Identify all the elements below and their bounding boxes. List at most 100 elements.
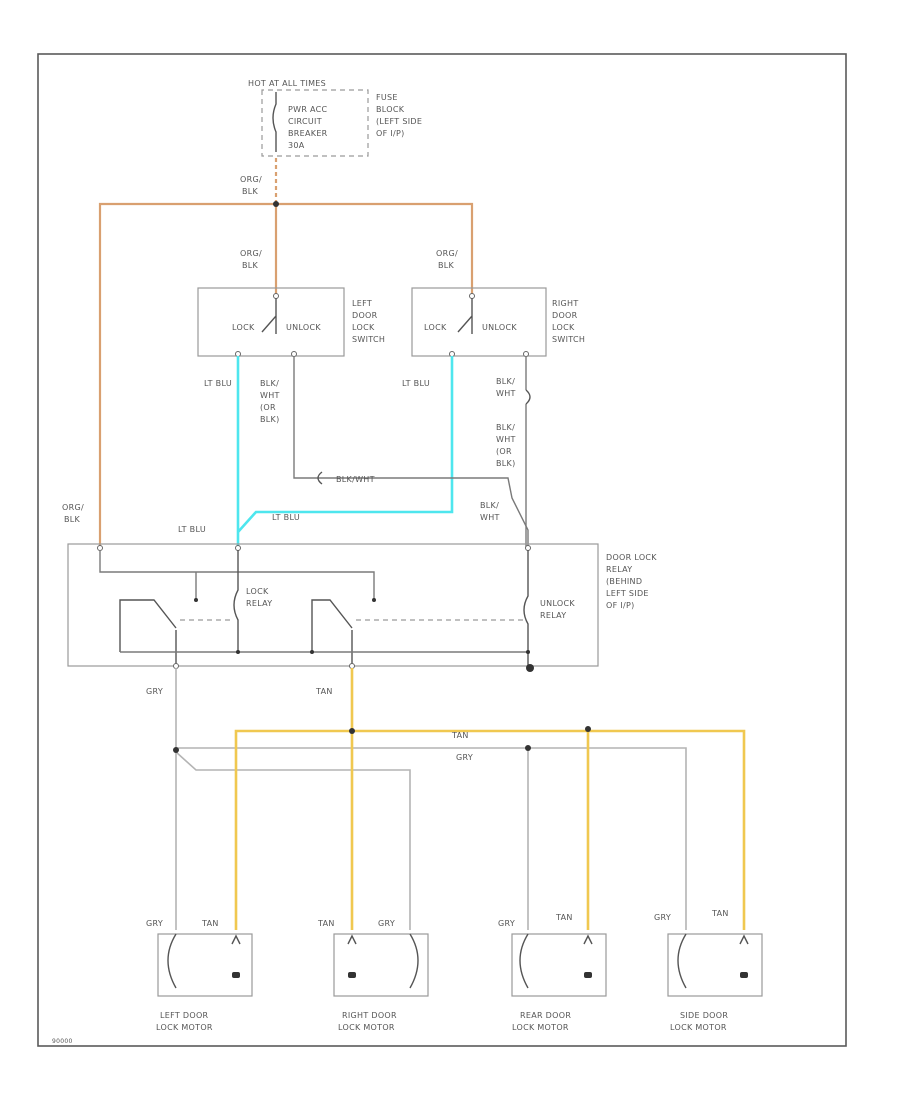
right-switch-name-2: DOOR <box>552 311 578 320</box>
fuse-header: HOT AT ALL TIMES <box>248 79 326 88</box>
unlock-relay-label-1: UNLOCK <box>540 599 575 608</box>
left-switch-box <box>197 287 345 357</box>
motor-right-door-name-1: RIGHT DOOR <box>342 1011 397 1020</box>
motor-side-door-ground <box>740 972 748 978</box>
motor-rear-door-name-1: REAR DOOR <box>520 1011 571 1020</box>
wire-label-blkwht-r2: WHT <box>496 389 516 398</box>
left-switch-unlock-pin <box>291 351 297 357</box>
motor-right-door-name-2: LOCK MOTOR <box>338 1023 395 1032</box>
wire-label-lt-blu-left: LT BLU <box>204 379 232 388</box>
right-switch-unlock-label: UNLOCK <box>482 323 517 332</box>
left-switch-name-1: LEFT <box>352 299 372 308</box>
right-switch-unlock-pin <box>523 351 529 357</box>
relay-org-blk-pin <box>97 545 103 551</box>
relay-contact-2 <box>372 598 376 602</box>
fuse-location-2: BLOCK <box>376 105 405 114</box>
relay-blk-wht-pin <box>525 545 531 551</box>
wire-label-gry-bus: GRY <box>456 753 473 762</box>
wire-label-org-blk-left-1: ORG/ <box>240 249 262 258</box>
lt-blu-right-switch <box>237 356 454 533</box>
motor-side-door-box <box>667 933 763 997</box>
right-switch-name-1: RIGHT <box>552 299 579 308</box>
blk-wht-left-switch <box>293 356 529 548</box>
relay-location-5: OF I/P) <box>606 601 635 610</box>
lock-relay-label-1: LOCK <box>246 587 269 596</box>
motor-side-door-pin-left: GRY <box>654 913 671 922</box>
tan-bus <box>234 729 746 930</box>
relay-location-1: DOOR LOCK <box>606 553 657 562</box>
lock-relay-arm <box>119 599 177 652</box>
gry-wires: GRY GRY <box>146 668 687 930</box>
wire-label-blkwht-inline: BLK/WHT <box>336 475 375 484</box>
wire-label-blkwht-r3: BLK/ <box>496 423 515 432</box>
fuse-block: HOT AT ALL TIMES PWR ACC CIRCUIT BREAKER… <box>248 79 422 157</box>
wire-label-org-blk-left-2: BLK <box>242 261 259 270</box>
right-switch-lock-pin <box>449 351 455 357</box>
wire-label-org-blk-top-1: ORG/ <box>240 175 262 184</box>
motor-rear-door-symbol <box>519 933 529 989</box>
motor-right-door-pin-right: GRY <box>378 919 395 928</box>
wire-label-blkwht-relay-1: BLK/ <box>480 501 499 510</box>
motor-right-door-ground <box>348 972 356 978</box>
fuse-block-outline <box>261 89 369 157</box>
motor-left-door: GRY TAN LEFT DOOR LOCK MOTOR <box>146 919 253 1032</box>
gry-right-motor <box>175 751 411 930</box>
motor-left-door-name-1: LEFT DOOR <box>160 1011 209 1020</box>
breaker-line-2: CIRCUIT <box>288 117 322 126</box>
lock-relay-label-2: RELAY <box>246 599 273 608</box>
wire-label-org-blk-relay-1: ORG/ <box>62 503 84 512</box>
wire-label-org-blk-relay-2: BLK <box>64 515 81 524</box>
motor-right-door-box <box>333 933 429 997</box>
motor-rear-door-pin-right: TAN <box>555 913 573 922</box>
right-switch-contacts <box>457 298 473 334</box>
motor-right-door: TAN GRY RIGHT DOOR LOCK MOTOR <box>317 919 429 1032</box>
wire-label-blkwht-r1: BLK/ <box>496 377 515 386</box>
motor-right-door-terminal <box>347 934 357 945</box>
fuse-location-4: OF I/P) <box>376 129 405 138</box>
gry-bus <box>176 747 687 930</box>
wire-label-lt-blu-right: LT BLU <box>402 379 430 388</box>
wire-label-blkwht-l4: BLK) <box>260 415 280 424</box>
blk-wht-inline-connector <box>525 389 531 405</box>
wire-label-blkwht-r5: (OR <box>496 447 512 456</box>
motor-left-door-ground <box>232 972 240 978</box>
relay-box <box>67 543 599 667</box>
blk-wht-mid-connector <box>317 471 323 485</box>
relay-location-3: (BEHIND <box>606 577 642 586</box>
motor-left-door-terminal <box>231 934 241 945</box>
left-switch-name-2: DOOR <box>352 311 378 320</box>
motor-side-door: GRY TAN SIDE DOOR LOCK MOTOR <box>654 909 763 1032</box>
wire-label-gry-relay: GRY <box>146 687 163 696</box>
motor-side-door-pin-right: TAN <box>711 909 729 918</box>
unlock-relay-coil <box>523 550 529 666</box>
wire-label-blkwht-l1: BLK/ <box>260 379 279 388</box>
right-switch-box <box>411 287 547 357</box>
wire-label-blkwht-l2: WHT <box>260 391 280 400</box>
org-blk-bus <box>98 202 474 548</box>
breaker-line-3: BREAKER <box>288 129 328 138</box>
right-switch-feed-pin <box>469 293 475 299</box>
motor-left-door-pin-left: GRY <box>146 919 163 928</box>
motor-rear-door-box <box>511 933 607 997</box>
right-switch-name-3: LOCK <box>552 323 575 332</box>
motor-right-door-pin-left: TAN <box>317 919 335 928</box>
left-switch-lock-pin <box>235 351 241 357</box>
diagram-frame <box>37 53 847 1047</box>
right-switch-lock-label: LOCK <box>424 323 447 332</box>
relay-bus-dot-1 <box>236 650 240 654</box>
fuse-location-3: (LEFT SIDE <box>376 117 422 126</box>
left-switch-lock-label: LOCK <box>232 323 255 332</box>
gry-splice-2 <box>525 745 531 751</box>
right-door-lock-switch: LOCK UNLOCK RIGHT DOOR LOCK SWITCH <box>411 287 585 357</box>
relay-internal-feed <box>99 550 375 600</box>
motor-rear-door-pin-left: GRY <box>498 919 515 928</box>
motor-side-door-name-1: SIDE DOOR <box>680 1011 728 1020</box>
wire-label-lt-blu-relay: LT BLU <box>178 525 206 534</box>
motor-rear-door-ground <box>584 972 592 978</box>
motor-left-door-name-2: LOCK MOTOR <box>156 1023 213 1032</box>
motor-rear-door-name-2: LOCK MOTOR <box>512 1023 569 1032</box>
left-switch-name-4: SWITCH <box>352 335 385 344</box>
wire-label-blkwht-relay-2: WHT <box>480 513 500 522</box>
gry-splice-1 <box>173 747 179 753</box>
